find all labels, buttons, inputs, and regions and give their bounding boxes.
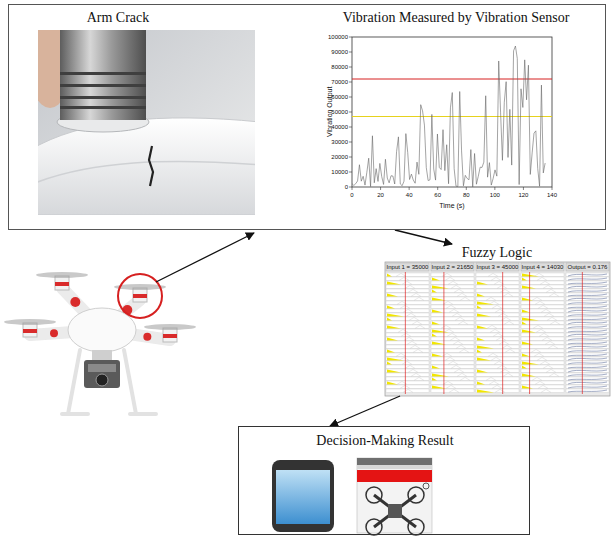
axis-tick: 140 bbox=[547, 192, 557, 199]
axis-tick: 100000 bbox=[328, 34, 348, 41]
axis-tick: 40000 bbox=[331, 124, 348, 131]
axis-title: Vibration Output bbox=[326, 87, 334, 137]
node-heading: Arm Crack bbox=[87, 10, 150, 25]
axis-tick: 0 bbox=[350, 192, 353, 199]
fuzzy-value: Input 2 = 21650 bbox=[432, 264, 474, 271]
axis-tick: 20 bbox=[377, 192, 384, 199]
axis-tick: 20000 bbox=[331, 154, 348, 161]
flow-arrow bbox=[330, 396, 400, 426]
node-heading: Fuzzy Logic bbox=[462, 245, 532, 260]
flow-arrow bbox=[395, 230, 452, 244]
arm-photo bbox=[38, 30, 255, 215]
fuzzy-rule-viewer bbox=[385, 262, 610, 396]
axis-tick: 10000 bbox=[331, 169, 348, 176]
axis-tick: 80000 bbox=[331, 64, 348, 71]
axis-tick: 60000 bbox=[331, 94, 348, 101]
fuzzy-value: Input 4 = 14030 bbox=[522, 264, 564, 271]
fuzzy-value: Output = 0.176 bbox=[568, 264, 608, 271]
pointer-arrow bbox=[156, 233, 254, 282]
axis-tick: 40 bbox=[406, 192, 413, 199]
result-box: Decision-Making Result bbox=[238, 426, 530, 535]
axis-tick: 80 bbox=[463, 192, 470, 199]
sensor-panel: Arm Crack Vibration Measured by Vibration… bbox=[8, 4, 606, 230]
drone-illustration bbox=[4, 272, 196, 414]
axis-tick: 90000 bbox=[331, 49, 348, 56]
vibration-chart bbox=[349, 37, 552, 190]
axis-tick: 50000 bbox=[331, 109, 348, 116]
axis-tick: 70000 bbox=[331, 79, 348, 86]
axis-tick: 30000 bbox=[331, 139, 348, 146]
phone-illustration bbox=[272, 458, 432, 535]
node-heading: Vibration Measured by Vibration Sensor bbox=[343, 10, 570, 25]
axis-tick: 120 bbox=[518, 192, 528, 199]
fuzzy-value: Input 1 = 35000 bbox=[387, 264, 429, 271]
axis-title: Time (s) bbox=[439, 202, 464, 210]
node-heading: Decision-Making Result bbox=[316, 433, 453, 448]
axis-tick: 0 bbox=[345, 184, 348, 191]
axis-tick: 60 bbox=[434, 192, 441, 199]
axis-tick: 100 bbox=[490, 192, 500, 199]
fuzzy-value: Input 3 = 45000 bbox=[477, 264, 519, 271]
